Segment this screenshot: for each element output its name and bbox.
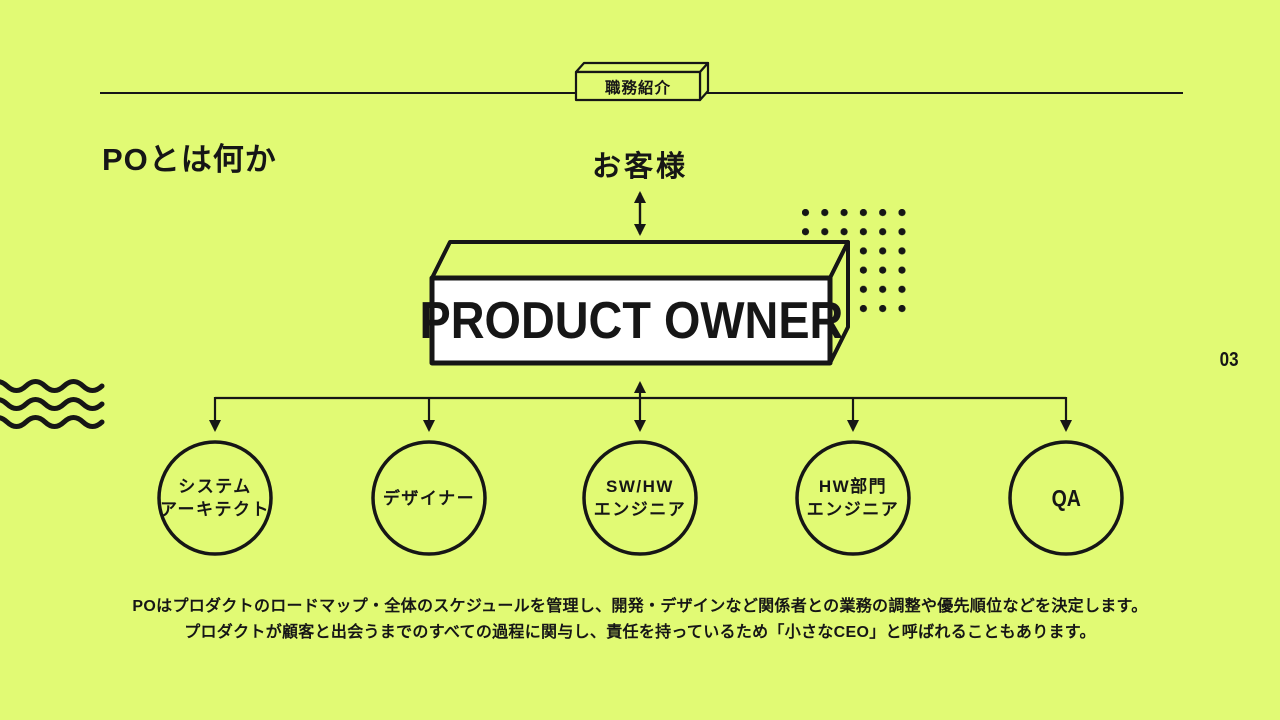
role-label-qa: QA — [1051, 484, 1081, 511]
description-line-2: プロダクトが顧客と出会うまでのすべての過程に関与し、責任を持っているため「小さな… — [184, 624, 1096, 641]
section-tag-label: 職務紹介 — [604, 79, 671, 97]
role-label-sw-hw-engineer: SW/HW エンジニア — [593, 477, 687, 519]
role-circle-system-architect — [157, 440, 273, 556]
wave-decoration — [0, 379, 105, 429]
product-owner-text: PRODUCT OWNER — [419, 291, 843, 350]
page-title: POとは何か — [102, 142, 277, 177]
role-circle-hw-engineer — [795, 440, 911, 556]
role-label-system-architect: システム アーキテクト — [160, 477, 270, 519]
product-owner-box — [429, 240, 850, 366]
page-number: 03 — [1219, 349, 1239, 371]
role-circle-designer — [371, 440, 487, 556]
product-owner-label: PRODUCT OWNER — [419, 278, 843, 363]
role-circles — [157, 440, 1124, 556]
description-line-1: POはプロダクトのロードマップ・全体のスケジュールを管理し、開発・デザインなど関… — [132, 598, 1148, 615]
role-label-hw-engineer: HW部門 エンジニア — [806, 477, 900, 519]
role-circle-sw-hw-engineer — [582, 440, 698, 556]
section-tag-box — [574, 61, 710, 102]
role-label-designer: デザイナー — [382, 488, 476, 508]
description-text: POはプロダクトのロードマップ・全体のスケジュールを管理し、開発・デザインなど関… — [0, 594, 1280, 646]
customer-label: お客様 — [591, 151, 688, 183]
role-connectors — [209, 381, 1072, 432]
role-circle-qa — [1008, 440, 1124, 556]
